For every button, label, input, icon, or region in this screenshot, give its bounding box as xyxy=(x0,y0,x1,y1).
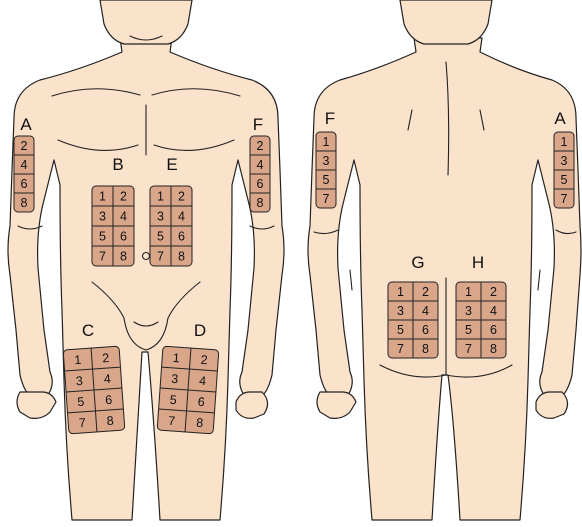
site-cell-number: 1 xyxy=(397,285,404,299)
back-head xyxy=(400,0,492,44)
site-cell-number: 8 xyxy=(257,196,264,210)
site-cell-number: 3 xyxy=(465,304,472,318)
site-cell-number: 7 xyxy=(465,342,472,356)
site-cell-number: 4 xyxy=(120,210,127,224)
site-cell-number: 2 xyxy=(257,139,264,153)
site-cell-number: 1 xyxy=(465,285,472,299)
site-cell-number: 4 xyxy=(422,304,429,318)
back-left-hand xyxy=(317,392,356,418)
site-cell-number: 1 xyxy=(74,353,82,367)
site-cell-number: 6 xyxy=(197,395,205,409)
site-cell-number: 3 xyxy=(99,210,106,224)
site-cell-number: 6 xyxy=(257,177,264,191)
site-cell-number: 2 xyxy=(21,139,28,153)
back-body xyxy=(308,0,581,520)
site-front-d: 1 2 3 4 5 6 7 8 xyxy=(157,346,219,434)
site-label-f: F xyxy=(253,115,263,134)
site-cell-number: 6 xyxy=(422,323,429,337)
site-cell-number: 4 xyxy=(21,158,28,172)
back-flank-right xyxy=(538,270,540,290)
site-front-c: 1 2 3 4 5 6 7 8 xyxy=(63,346,125,434)
site-cell-number: 4 xyxy=(178,210,185,224)
site-front-f: 2 4 6 8 xyxy=(250,136,270,212)
site-cell-number: 7 xyxy=(397,342,404,356)
site-label-e: E xyxy=(166,155,177,174)
site-label-g: G xyxy=(411,253,424,272)
site-cell-number: 3 xyxy=(323,154,330,168)
site-cell-number: 5 xyxy=(169,393,177,407)
site-cell-number: 8 xyxy=(422,342,429,356)
site-cell-number: 2 xyxy=(120,190,127,204)
site-cell-number: 4 xyxy=(490,304,497,318)
front-right-hand xyxy=(236,392,268,418)
site-cell-number: 1 xyxy=(561,135,568,149)
site-cell-number: 6 xyxy=(21,177,28,191)
site-cell-number: 6 xyxy=(120,230,127,244)
site-cell-number: 8 xyxy=(490,342,497,356)
site-cell-number: 8 xyxy=(21,196,28,210)
site-cell-number: 7 xyxy=(323,192,330,206)
site-cell-number: 8 xyxy=(120,250,127,264)
site-cell-number: 1 xyxy=(323,135,330,149)
site-cell-number: 7 xyxy=(157,250,164,264)
site-front-a: 2 4 6 8 xyxy=(14,136,34,212)
site-cell-number: 4 xyxy=(199,374,207,388)
site-cell-number: 6 xyxy=(105,393,113,407)
site-cell-number: 8 xyxy=(196,416,204,430)
site-cell-number: 7 xyxy=(168,414,176,428)
site-cell-number: 3 xyxy=(171,372,179,386)
back-torso-outline xyxy=(308,38,581,520)
site-cell-number: 3 xyxy=(75,374,83,388)
front-body xyxy=(8,0,284,520)
site-cell-number: 5 xyxy=(77,395,85,409)
back-flank-left xyxy=(350,270,352,290)
site-cell-number: 5 xyxy=(465,323,472,337)
site-cell-number: 1 xyxy=(172,351,180,365)
site-cell-number: 6 xyxy=(178,230,185,244)
site-label-c: C xyxy=(82,321,94,340)
site-back-h: 1 2 3 4 5 6 7 8 xyxy=(456,282,506,358)
site-cell-number: 4 xyxy=(257,158,264,172)
site-cell-number: 1 xyxy=(99,190,106,204)
site-cell-number: 6 xyxy=(490,323,497,337)
front-left-hand xyxy=(17,392,56,418)
site-cell-number: 8 xyxy=(178,250,185,264)
site-cell-number: 5 xyxy=(323,173,330,187)
front-head xyxy=(100,0,192,44)
site-cell-number: 5 xyxy=(561,173,568,187)
site-cell-number: 2 xyxy=(178,190,185,204)
site-cell-number: 3 xyxy=(397,304,404,318)
site-cell-number: 2 xyxy=(422,285,429,299)
site-label-f: F xyxy=(325,109,335,128)
back-right-hand xyxy=(536,392,568,418)
site-cell-number: 8 xyxy=(106,414,114,428)
site-cell-number: 2 xyxy=(200,353,208,367)
site-label-a: A xyxy=(20,115,32,134)
site-label-h: H xyxy=(472,253,484,272)
site-cell-number: 7 xyxy=(99,250,106,264)
site-cell-number: 1 xyxy=(157,190,164,204)
site-label-d: D xyxy=(194,321,206,340)
site-cell-number: 2 xyxy=(102,351,110,365)
site-cell-number: 7 xyxy=(78,416,86,430)
site-cell-number: 5 xyxy=(99,230,106,244)
site-label-b: B xyxy=(112,155,123,174)
site-cell-number: 3 xyxy=(157,210,164,224)
site-cell-number: 5 xyxy=(397,323,404,337)
site-label-a: A xyxy=(554,109,566,128)
site-cell-number: 3 xyxy=(561,154,568,168)
site-cell-number: 7 xyxy=(561,192,568,206)
site-cell-number: 2 xyxy=(490,285,497,299)
site-back-f: 1 3 5 7 xyxy=(316,132,336,208)
site-back-a: 1 3 5 7 xyxy=(554,132,574,208)
site-cell-number: 4 xyxy=(103,372,111,386)
site-back-g: 1 2 3 4 5 6 7 8 xyxy=(388,282,438,358)
site-cell-number: 5 xyxy=(157,230,164,244)
